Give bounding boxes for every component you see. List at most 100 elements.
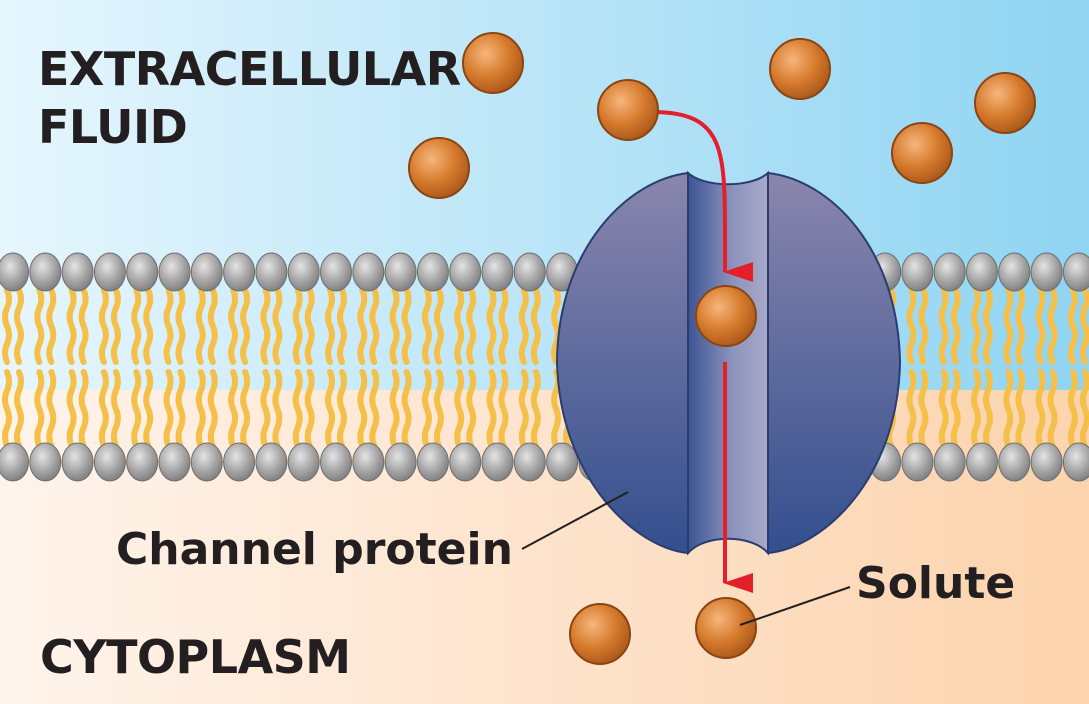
lipid-tail	[357, 287, 368, 365]
phospholipid-head	[966, 252, 998, 292]
phospholipid-head	[29, 252, 62, 292]
channel-protein	[555, 170, 902, 556]
phospholipid-head	[255, 442, 288, 482]
phospholipid-head	[901, 252, 934, 292]
lipid-tail	[228, 369, 239, 449]
phospholipid-head	[287, 442, 320, 482]
lipid-tail	[486, 369, 497, 449]
phospholipid-head	[546, 442, 579, 482]
solute-particle	[597, 79, 659, 141]
phospholipid-head	[998, 442, 1031, 482]
channel-protein-leader-line	[521, 491, 629, 550]
lipid-tail	[1047, 369, 1058, 449]
channel-protein-right-subunit	[767, 171, 902, 555]
lipid-tail	[369, 369, 380, 449]
channel-pore	[687, 170, 769, 556]
lipid-tail	[918, 287, 929, 365]
lipid-tail	[486, 287, 497, 365]
solute-leader-line	[739, 586, 851, 626]
lipid-tail	[498, 369, 509, 449]
lipid-tail	[1015, 287, 1026, 365]
phospholipid-head	[61, 252, 94, 292]
phospholipid-head	[416, 442, 449, 482]
solute-particle	[462, 32, 524, 94]
lipid-tail	[433, 287, 444, 365]
lipid-tail	[454, 287, 465, 365]
lipid-tail	[143, 369, 154, 449]
lipid-tail	[389, 369, 400, 449]
lipid-tail	[337, 287, 347, 365]
lipid-tail	[1079, 287, 1089, 365]
lipid-tail	[1067, 287, 1078, 365]
phospholipid-head	[966, 442, 998, 482]
phospholipid-head	[0, 442, 29, 482]
lipid-tail	[357, 369, 368, 449]
lipid-tail	[34, 369, 45, 449]
lipid-tail	[1079, 369, 1089, 449]
phospholipid-head	[352, 442, 385, 482]
phospholipid-head	[901, 442, 934, 482]
lipid-tail	[906, 287, 917, 365]
lipid-tail	[1003, 369, 1014, 449]
lipid-tail	[421, 287, 432, 365]
lipid-tail	[530, 369, 541, 449]
lipid-tail	[78, 287, 89, 365]
phospholipid-head	[416, 252, 449, 292]
lipid-tail	[518, 287, 529, 365]
lipid-tail	[369, 287, 380, 365]
lipid-tail	[34, 287, 45, 365]
lipid-tail	[1067, 369, 1078, 449]
lipid-tail	[1035, 287, 1046, 365]
phospholipid-head	[1030, 252, 1063, 292]
lipid-tail	[325, 369, 335, 449]
lipid-tail	[971, 369, 981, 449]
lipid-tail	[389, 287, 400, 365]
solute-path-arrow-entering	[651, 110, 753, 282]
phospholipid-head	[287, 252, 320, 292]
lipid-tail	[292, 287, 303, 365]
lipid-tail	[304, 369, 315, 449]
lipid-tail	[292, 369, 303, 449]
phospholipid-head	[1030, 442, 1063, 482]
lipid-tail	[143, 287, 154, 365]
lipid-tail	[195, 369, 206, 449]
lipid-tail	[66, 287, 77, 365]
phospholipid-head	[998, 252, 1031, 292]
lipid-tail	[14, 369, 24, 449]
phospholipid-head	[513, 252, 546, 292]
phospholipid-head	[190, 442, 223, 482]
phospholipid-head	[223, 442, 256, 482]
extracellular-fluid-label-line1: EXTRACELLULAR	[38, 42, 461, 96]
lipid-tail	[228, 287, 239, 365]
lipid-tail	[950, 287, 961, 365]
phospholipid-head	[223, 252, 256, 292]
lipid-tail	[918, 369, 929, 449]
extracellular-fluid-label-line2: FLUID	[38, 100, 188, 154]
lipid-tail	[337, 369, 347, 449]
lipid-tail	[240, 287, 251, 365]
phospholipid-head	[513, 442, 546, 482]
lipid-tail	[46, 287, 57, 365]
phospholipid-head	[1062, 442, 1089, 482]
lipid-tail	[466, 369, 477, 449]
phospholipid-head	[0, 252, 29, 292]
lipid-tail	[240, 369, 251, 449]
lipid-tail	[14, 287, 24, 365]
phospholipid-head	[158, 442, 191, 482]
solute-particle	[769, 38, 831, 100]
lipid-tail	[163, 287, 174, 365]
channel-protein-label: Channel protein	[116, 524, 513, 575]
solute-particle-labeled	[695, 597, 757, 659]
lipid-tail	[98, 287, 109, 365]
phospholipid-head	[29, 442, 62, 482]
phospholipid-head	[481, 252, 514, 292]
solute-particle-in-channel	[695, 285, 757, 347]
phospholipid-head	[384, 442, 417, 482]
lipid-tail	[260, 287, 271, 365]
phospholipid-head	[352, 252, 385, 292]
solute-particle	[408, 137, 470, 199]
lipid-tail	[1015, 369, 1026, 449]
lipid-tail	[454, 369, 465, 449]
lipid-tail	[1035, 369, 1046, 449]
